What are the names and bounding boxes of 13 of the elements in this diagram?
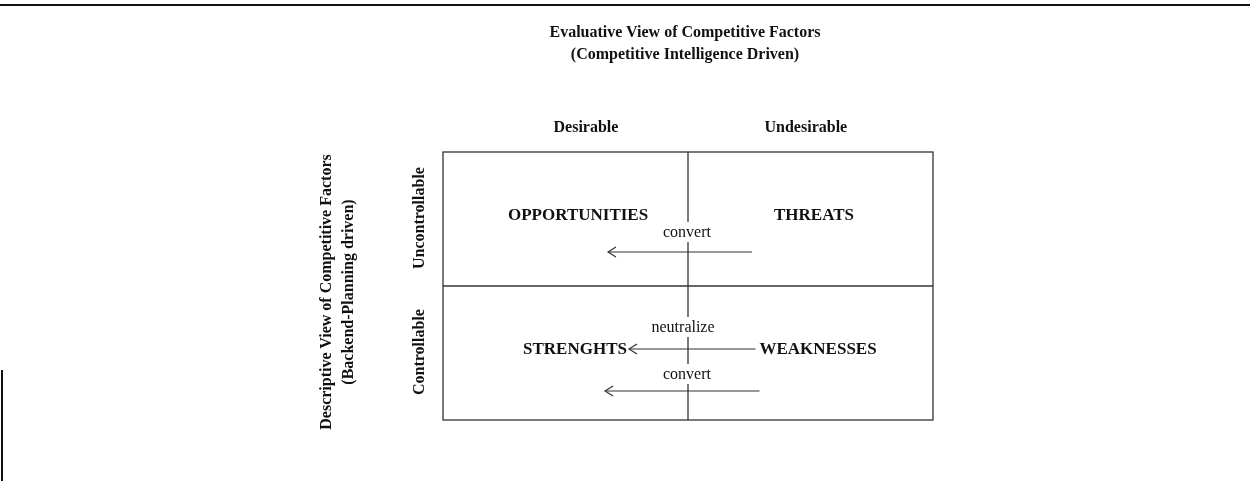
title: Evaluative View of Competitive Factors (Competitive Intelligence Driven) — [548, 22, 822, 65]
quadrant-label: THREATS — [774, 205, 854, 225]
arrow — [628, 343, 757, 355]
quadrant-label: WEAKNESSES — [759, 339, 877, 359]
row-header: Uncontrollable — [408, 167, 428, 269]
row-header: Controllable — [408, 309, 428, 395]
axis-label: Descriptive View of Competitive Factors (Backend-Planning driven) — [316, 153, 358, 432]
column-header: Undesirable — [764, 117, 848, 137]
arrow — [607, 246, 753, 258]
quadrant-label: OPPORTUNITIES — [508, 205, 649, 225]
arrow — [604, 385, 761, 397]
column-header: Desirable — [553, 117, 619, 137]
quadrant-label: STRENGHTS — [523, 339, 627, 359]
